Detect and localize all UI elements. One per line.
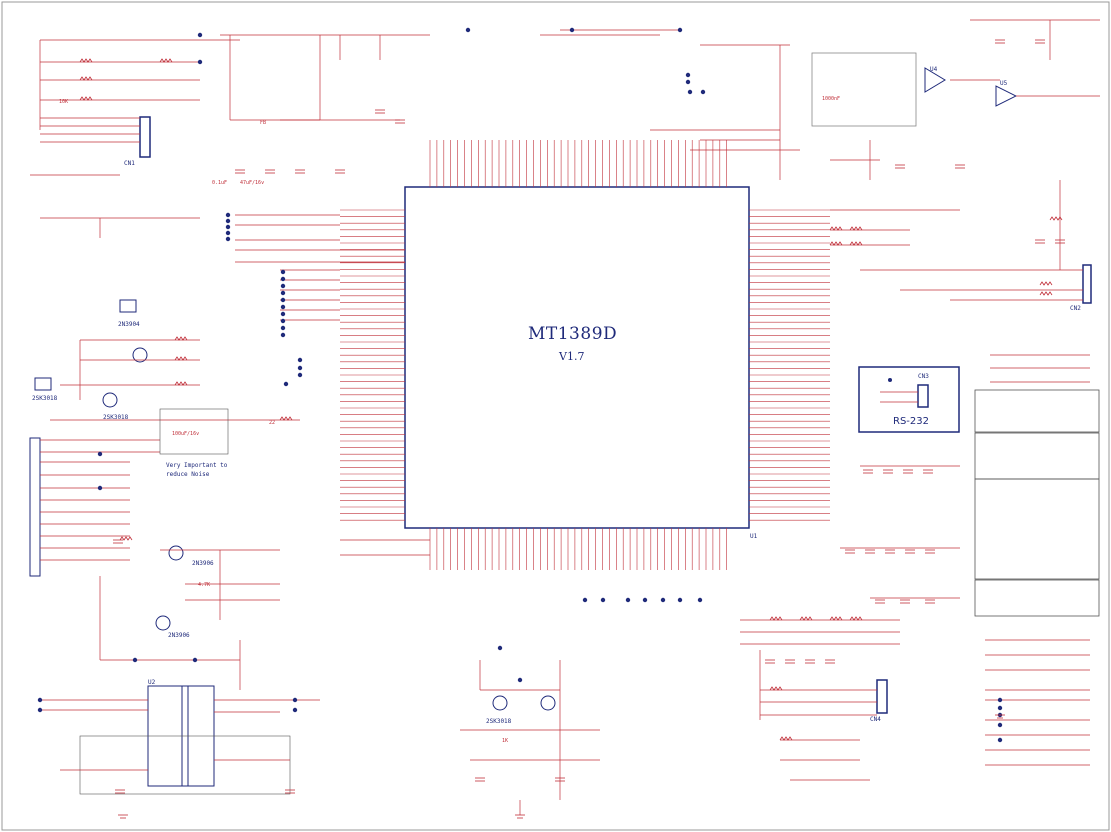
rs232-connector <box>917 384 929 408</box>
audio-filter-box <box>811 52 917 127</box>
q1-part: 2N3904 <box>118 321 140 328</box>
left-top-connector <box>139 116 151 158</box>
res-value-d: 22 <box>269 420 276 426</box>
passive-components <box>79 39 1065 794</box>
q3-part: 2SK3018 <box>103 414 129 421</box>
cap-value-b: 47uF/16v <box>240 180 265 186</box>
u5-ref: U5 <box>1000 80 1008 87</box>
q5-part: 2N3906 <box>192 560 214 567</box>
q-bottom-part: 2SK3018 <box>486 718 512 725</box>
ground-symbols <box>118 714 1005 819</box>
noise-note-line1: Very Important to <box>166 462 228 469</box>
u4-ref: U4 <box>930 66 938 73</box>
res-value-a: 10K <box>59 99 69 105</box>
bottom-left-subbox <box>79 735 291 795</box>
bottom-connector <box>876 679 888 714</box>
chip-name: MT1389D <box>528 324 618 344</box>
rs232-box <box>858 366 960 433</box>
chip-ref: U1 <box>750 533 758 540</box>
net-junctions <box>37 27 1003 743</box>
right-connector <box>1082 264 1092 304</box>
cap-value-a: 0.1uF <box>212 180 228 186</box>
wire-network <box>30 19 1100 815</box>
rs232-connector-ref: CN3 <box>918 373 929 380</box>
q6-part: 2N3906 <box>168 632 190 639</box>
res-value-c: 1K <box>502 738 509 744</box>
noise-note-box <box>159 408 229 455</box>
cn4-ref: CN4 <box>870 716 881 723</box>
cn1-ref: CN1 <box>124 160 135 167</box>
noise-note-line2: reduce Noise <box>166 471 210 478</box>
q2-part: 2SK3018 <box>32 395 58 402</box>
main-chip <box>404 186 750 529</box>
cap-value-c: 100uF/16v <box>172 431 200 437</box>
left-main-connector <box>29 437 41 577</box>
chip-version: V1.7 <box>559 350 585 363</box>
u2-ref: U2 <box>148 679 156 686</box>
cn2-ref: CN2 <box>1070 305 1081 312</box>
op-amps <box>924 67 1018 107</box>
inductor-value: FB <box>260 120 267 126</box>
rs232-label: RS-232 <box>893 416 929 427</box>
res-value-b: 4.7K <box>198 582 211 588</box>
transistor-symbols <box>34 299 556 711</box>
right-panel-boxes <box>974 389 1100 617</box>
chip-pins <box>340 140 830 570</box>
cap-value-d: 1000nF <box>822 96 841 102</box>
